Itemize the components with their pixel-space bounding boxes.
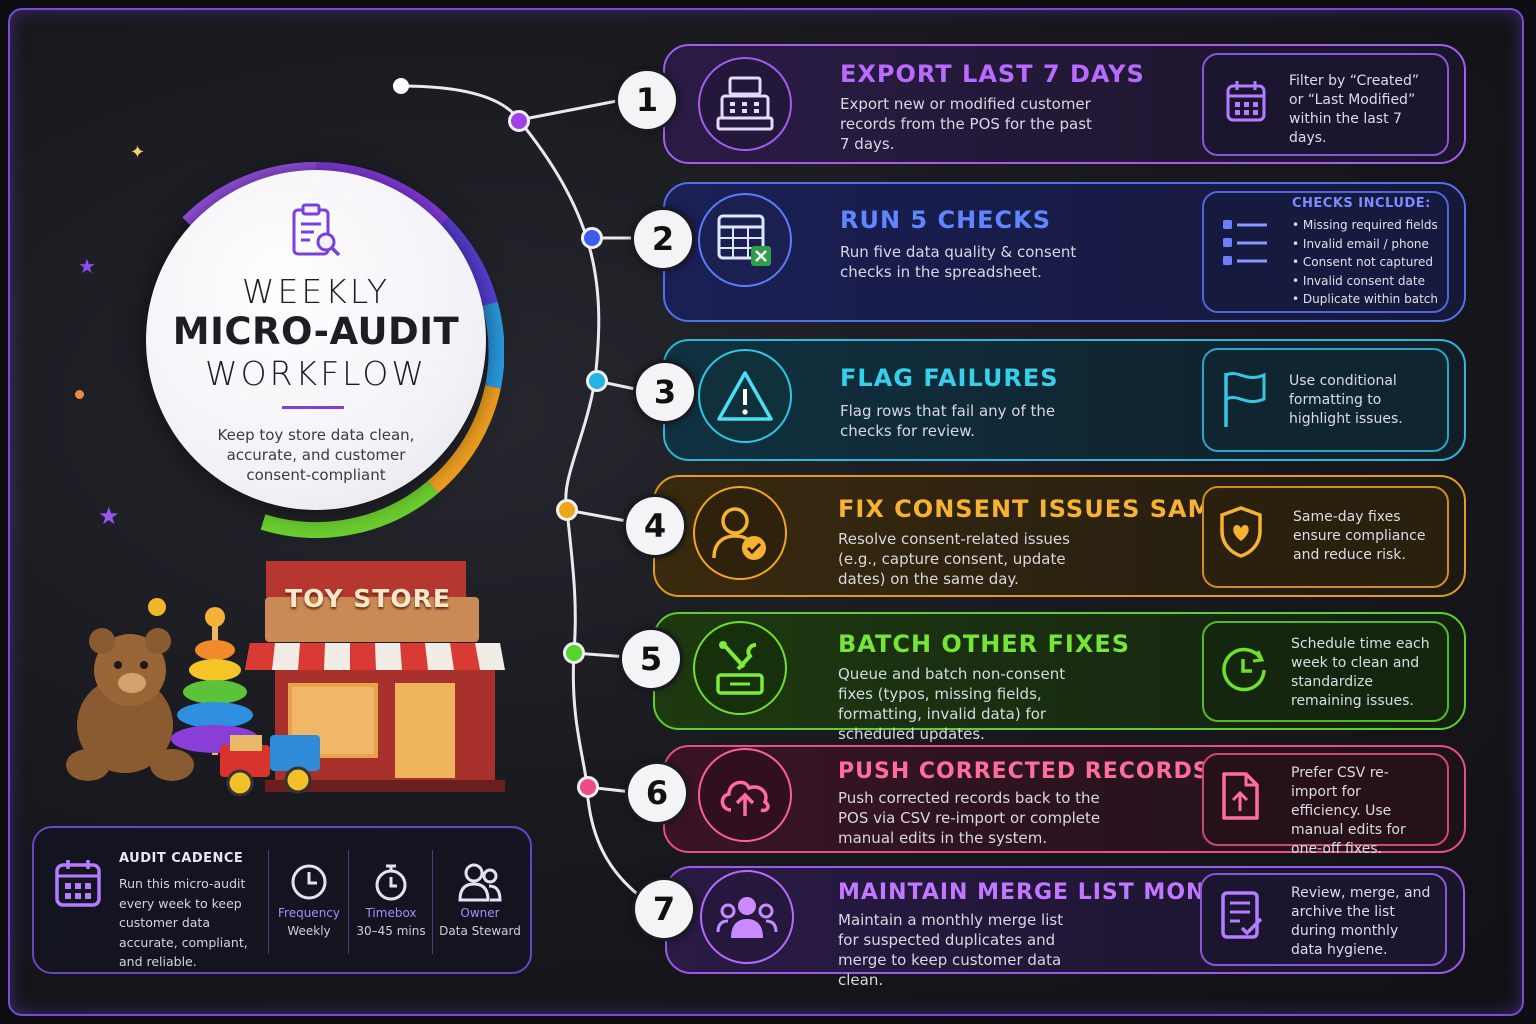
- step-4-description: Resolve consent-related issues (e.g., ca…: [838, 530, 1070, 588]
- step-5-description: Queue and batch non-consent fixes (typos…: [838, 665, 1066, 743]
- hero-title-circle: WEEKLY MICRO-AUDIT WORKFLOW Keep toy sto…: [146, 170, 486, 510]
- step-6-note-box: [1202, 753, 1449, 846]
- step-6-number: 6: [628, 764, 686, 822]
- calendar-icon: [55, 860, 101, 907]
- star-icon: ★: [78, 254, 96, 278]
- star-icon: ★: [98, 502, 120, 530]
- cadence-text: Run this micro-audit every week to keep …: [119, 876, 248, 969]
- cadence-owner-value: Data Steward: [439, 924, 521, 938]
- checklist-icon: [1223, 220, 1267, 265]
- step-2-description: Run five data quality & consent checks i…: [840, 243, 1077, 281]
- step-1-dot: [508, 110, 530, 132]
- calendar-icon: [1226, 81, 1266, 122]
- step-7-icon-circle: [700, 870, 794, 964]
- step-6-icon-circle: [698, 748, 792, 842]
- stopwatch-icon: [375, 864, 407, 901]
- step-4-dot: [556, 499, 578, 521]
- step-2-icon-circle: [698, 193, 792, 287]
- cash-register-icon: [716, 76, 774, 131]
- cadence-divider: [268, 850, 269, 954]
- list-check-icon: [1221, 891, 1263, 939]
- cadence-timebox-value: 30–45 mins: [356, 924, 426, 938]
- step-6-title: PUSH CORRECTED RECORDS: [838, 759, 1210, 784]
- cadence-title: AUDIT CADENCE: [119, 851, 244, 866]
- step-6-note: Prefer CSV re-import for efficiency. Use…: [1291, 765, 1406, 857]
- tools-icon: [716, 641, 764, 695]
- step-5-number: 5: [622, 630, 680, 688]
- step-1-number: 1: [618, 71, 676, 129]
- cadence-timebox: Timebox 30–45 mins: [350, 862, 432, 938]
- step-4-icon-circle: [693, 486, 787, 580]
- step-2-title: RUN 5 CHECKS: [840, 206, 1052, 234]
- shield-heart-icon: [1220, 506, 1262, 558]
- sparkle-icon: ✦: [130, 142, 146, 163]
- step-5-title: BATCH OTHER FIXES: [838, 630, 1131, 658]
- step-3-title: FLAG FAILURES: [840, 364, 1059, 392]
- check-item: Invalid email / phone: [1292, 235, 1438, 254]
- hero-subtitle: Keep toy store data clean, accurate, and…: [217, 426, 415, 484]
- file-upload-icon: [1222, 772, 1259, 820]
- step-3-number: 3: [636, 363, 694, 421]
- check-item: Consent not captured: [1292, 253, 1438, 272]
- clipboard-search-icon: [292, 203, 341, 257]
- store-sign: TOY STORE: [285, 584, 451, 613]
- step-2-number: 2: [634, 210, 692, 268]
- step-1-title: EXPORT LAST 7 DAYS: [840, 60, 1145, 88]
- toy-store-illustration: [66, 561, 505, 797]
- step-6-dot: [577, 776, 599, 798]
- cadence-owner: Owner Data Steward: [434, 862, 526, 938]
- cadence-timebox-label: Timebox: [365, 906, 417, 920]
- cadence-divider: [348, 850, 349, 954]
- step-2-dot: [581, 227, 603, 249]
- step-1-icon-circle: [698, 57, 792, 151]
- flag-icon: [1224, 372, 1266, 427]
- step-7-note: Review, merge, and archive the list duri…: [1291, 885, 1431, 958]
- spreadsheet-icon: [717, 214, 771, 266]
- users-group-icon: [716, 897, 778, 938]
- cadence-divider: [432, 850, 433, 954]
- check-item: Missing required fields: [1292, 216, 1438, 235]
- step-7-number: 7: [635, 880, 693, 938]
- cadence-frequency: Frequency Weekly: [270, 862, 348, 938]
- clock-icon: [291, 864, 327, 900]
- step-5-note: Schedule time each week to clean and sta…: [1291, 636, 1430, 709]
- step-5-dot: [563, 642, 585, 664]
- hero-title-line1: WEEKLY: [241, 272, 391, 311]
- step-7-title: MAINTAIN MERGE LIST MONTHLY: [838, 880, 1270, 905]
- step-3-description: Flag rows that fail any of the checks fo…: [840, 402, 1056, 440]
- step-1-description: Export new or modified customer records …: [840, 95, 1092, 153]
- cloud-upload-icon: [720, 780, 770, 816]
- hero-title-line2: MICRO-AUDIT: [172, 310, 460, 353]
- step-1-note-box: [1202, 53, 1449, 156]
- check-item: Invalid consent date: [1292, 272, 1438, 291]
- step-4-note: Same-day fixes ensure compliance and red…: [1293, 509, 1426, 563]
- step-7-note-box: [1200, 873, 1447, 966]
- hero-title-line3: WORKFLOW: [205, 354, 427, 393]
- step-1-note: Filter by “Created” or “Last Modified” w…: [1289, 73, 1420, 146]
- step-3-note: Use conditional formatting to highlight …: [1289, 373, 1403, 427]
- step-4-number: 4: [626, 497, 684, 555]
- step-2-checks-list: Missing required fields Invalid email / …: [1292, 216, 1438, 309]
- hero-divider: [282, 406, 344, 409]
- step-3-icon-circle: [698, 349, 792, 443]
- decor-dot: [75, 390, 84, 399]
- step-7-description: Maintain a monthly merge list for suspec…: [838, 911, 1064, 989]
- step-3-dot: [586, 370, 608, 392]
- cadence-frequency-label: Frequency: [278, 906, 340, 920]
- warning-icon: [717, 371, 773, 421]
- check-item: Duplicate within batch: [1292, 290, 1438, 309]
- step-5-icon-circle: [693, 621, 787, 715]
- step-2-checks-title: CHECKS INCLUDE:: [1292, 196, 1431, 211]
- clock-icon: [1222, 647, 1266, 692]
- people-icon: [458, 863, 502, 902]
- cadence-owner-label: Owner: [460, 906, 500, 920]
- audit-cadence-panel: AUDIT CADENCE Run this micro-audit every…: [32, 826, 532, 974]
- step-6-description: Push corrected records back to the POS v…: [838, 789, 1101, 847]
- user-check-icon: [712, 507, 766, 560]
- cadence-frequency-value: Weekly: [287, 924, 331, 938]
